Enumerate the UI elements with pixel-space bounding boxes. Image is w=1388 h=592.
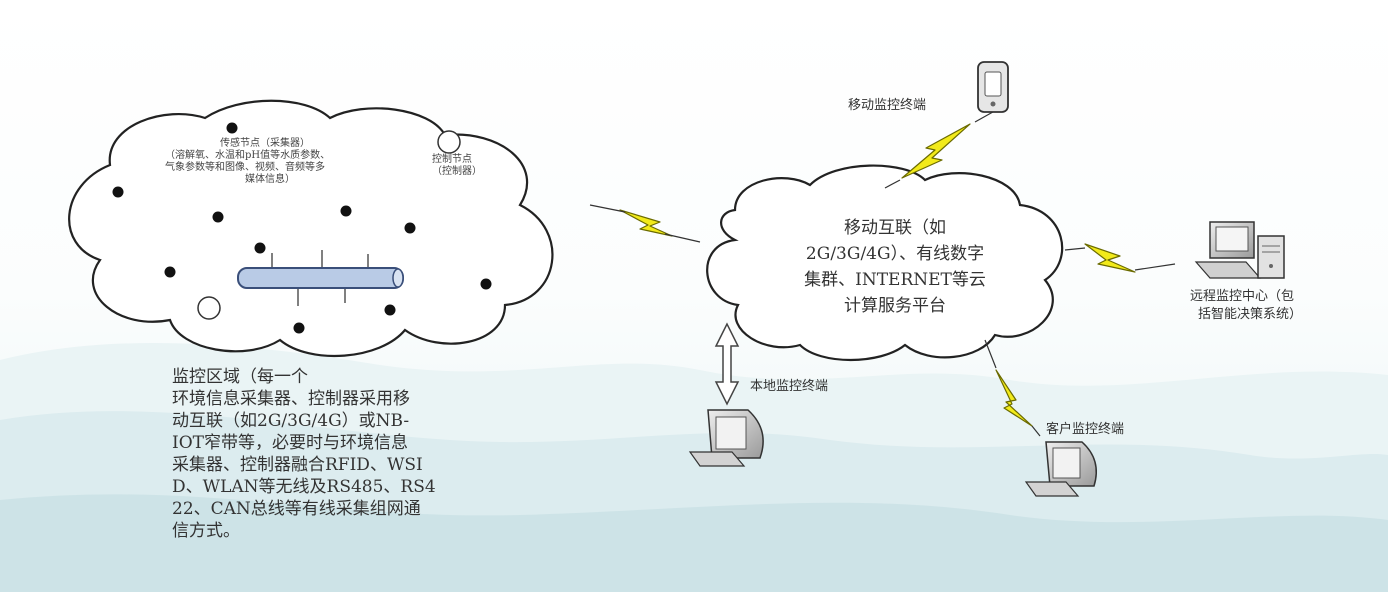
- cloud-platform-line: 2G/3G/4G）、有线数字: [805, 244, 985, 264]
- client-terminal-computer-icon: [1024, 441, 1097, 497]
- monitoring-area-line: 信方式。: [172, 521, 240, 541]
- cloud-platform-line: 计算服务平台: [844, 296, 946, 316]
- cloud-platform-line: 移动互联（如: [844, 218, 946, 238]
- sensor-dot-icon: [384, 304, 396, 316]
- sensor-dot-icon: [164, 266, 176, 278]
- sensor-nodes: [112, 122, 492, 334]
- cloud-platform-line: 集群、INTERNET等云: [804, 270, 986, 290]
- monitoring-area-line: 环境信息采集器、控制器采用移: [172, 389, 410, 409]
- sensor-dot-icon: [226, 122, 238, 134]
- monitoring-area-line: 采集器、控制器融合RFID、WSI: [172, 455, 423, 475]
- monitoring-area-line: 22、CAN总线等有线采集组网通: [172, 499, 421, 519]
- control-node-icon: [437, 130, 461, 154]
- lightning-bolt-icon: [1084, 243, 1136, 273]
- cloud-platform-label: 移动互联（如 2G/3G/4G）、有线数字 集群、INTERNET等云 计算服务…: [780, 215, 1010, 319]
- sensor-dot-icon: [293, 322, 305, 334]
- monitoring-area-description: 监控区域（每一个 环境信息采集器、控制器采用移 动互联（如2G/3G/4G）或N…: [172, 366, 532, 542]
- cloud-platform-cloud: [706, 164, 1064, 361]
- monitoring-area-cloud: [68, 99, 554, 358]
- lightning-bolt-icon: [901, 123, 971, 179]
- sensor-dot-icon: [254, 242, 266, 254]
- sensor-node-label-line: 传感节点（采集器）: [220, 138, 310, 149]
- remote-center-line: 括智能决策系统）: [1198, 307, 1303, 322]
- control-node-label-line: （控制器）: [432, 166, 482, 177]
- monitoring-area-line: 动互联（如2G/3G/4G）或NB-: [172, 411, 410, 431]
- local-terminal-computer-icon: [688, 409, 764, 467]
- pipe-icon: [237, 250, 404, 306]
- control-node-icon: [197, 296, 221, 320]
- sensor-dot-icon: [112, 186, 124, 198]
- sensor-dot-icon: [212, 211, 224, 223]
- monitoring-area-line: 监控区域（每一个: [172, 367, 308, 387]
- sensor-dot-icon: [480, 278, 492, 290]
- remote-center-line: 远程监控中心（包: [1190, 289, 1295, 304]
- mobile-phone-icon: [977, 61, 1009, 113]
- sensor-node-label-line: 气象参数等和图像、视频、音频等多: [165, 162, 325, 173]
- mobile-terminal-label: 移动监控终端: [848, 98, 927, 113]
- monitoring-area-line: IOT窄带等，必要时与环境信息: [172, 433, 408, 453]
- sensor-node-label-line: （溶解氧、水温和pH值等水质参数、: [165, 150, 331, 161]
- sensor-node-label-line: 媒体信息）: [245, 174, 295, 185]
- sensor-node-label: 传感节点（采集器） （溶解氧、水温和pH值等水质参数、 气象参数等和图像、视频、…: [165, 138, 330, 186]
- control-node-label: 控制节点 （控制器）: [432, 154, 482, 178]
- sensor-dot-icon: [404, 222, 416, 234]
- monitoring-area-line: D、WLAN等无线及RS485、RS4: [172, 477, 436, 497]
- remote-center-computer-icon: [1194, 221, 1285, 279]
- double-arrow-icon: [714, 322, 740, 406]
- sensor-dot-icon: [340, 205, 352, 217]
- local-terminal-label: 本地监控终端: [750, 379, 829, 394]
- remote-center-label: 远程监控中心（包 括智能决策系统）: [1190, 288, 1302, 324]
- control-node-label-line: 控制节点: [432, 154, 472, 165]
- client-terminal-label: 客户监控终端: [1046, 422, 1125, 437]
